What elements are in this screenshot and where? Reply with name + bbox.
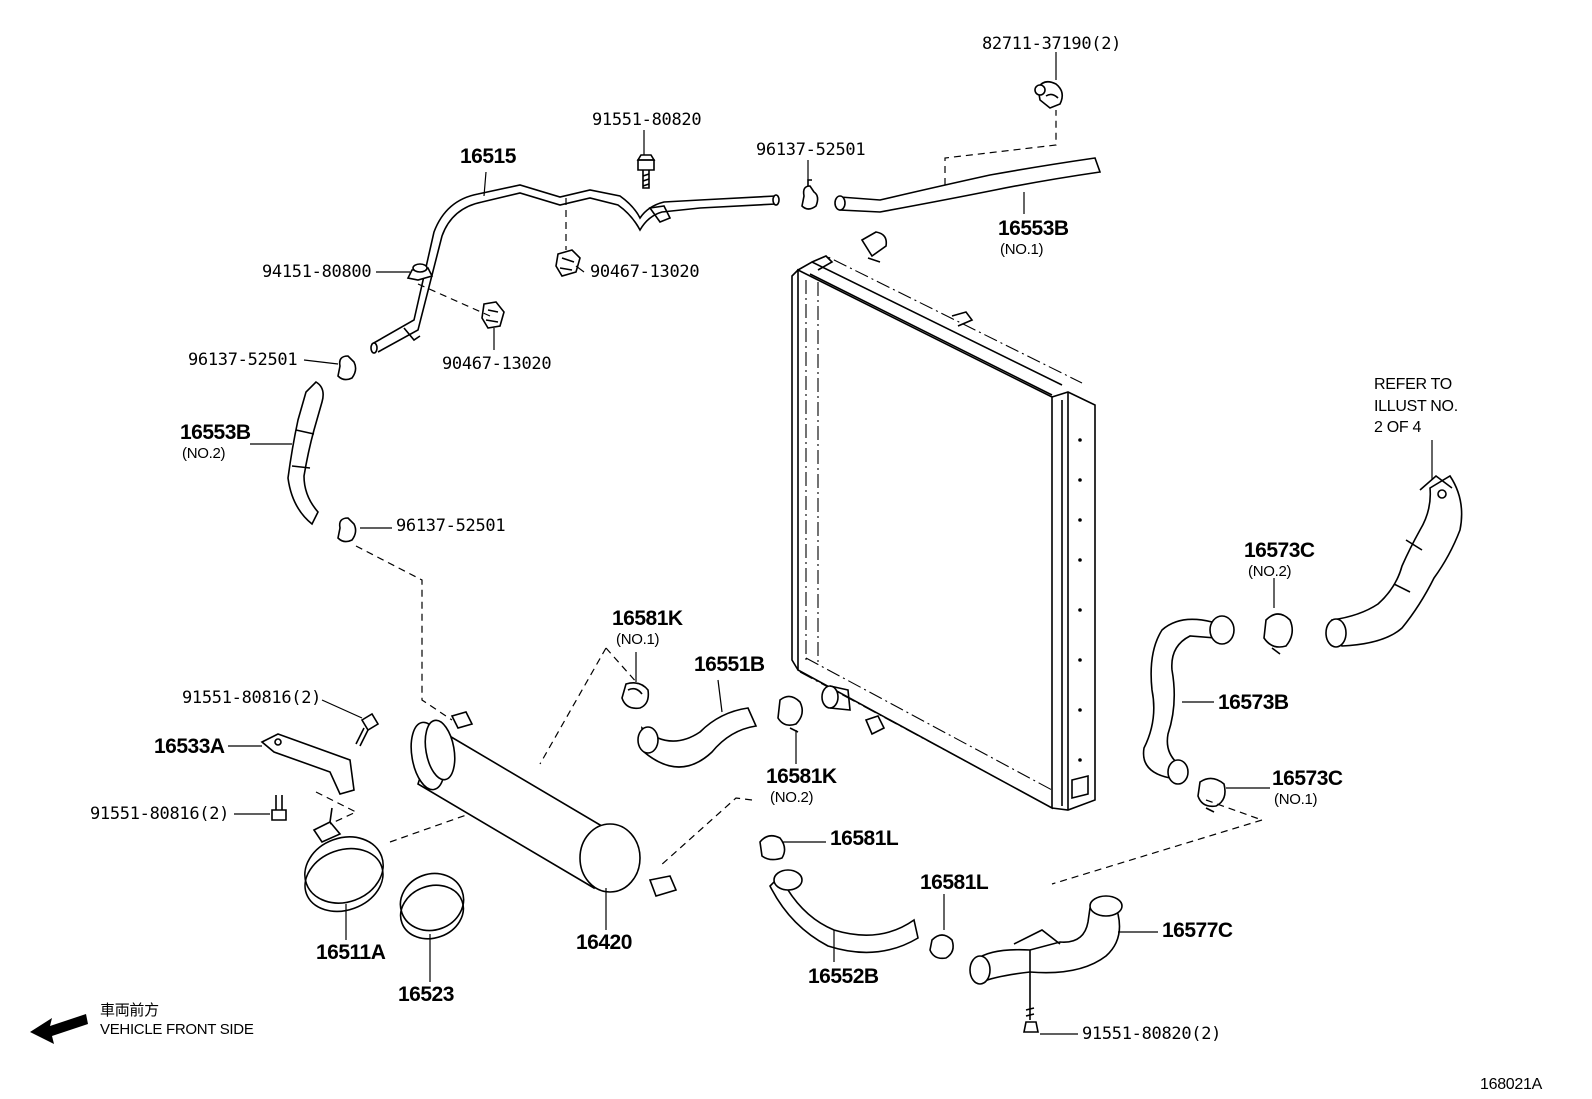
label-16581k-no2-sub: (NO.2): [770, 789, 814, 806]
routing-line-6: [315, 791, 358, 825]
oil-cooler-16420: [410, 711, 678, 897]
label-91551-80820-bottom: 91551-80820(2): [1082, 1024, 1222, 1044]
label-16581l-b: 16581L: [920, 871, 989, 894]
label-16533a: 16533A: [154, 735, 225, 758]
leader-lines: [228, 52, 1433, 1035]
pipe-16515: [370, 184, 780, 354]
radiator: [791, 231, 1096, 811]
label-16577c: 16577C: [1162, 919, 1233, 942]
hose-16553b-no2: [287, 380, 324, 526]
refer-note-line3: 2 OF 4: [1374, 419, 1422, 437]
label-16581k-no1: 16581K: [612, 607, 683, 630]
routing-line-2: [539, 647, 639, 765]
label-16553b-no2-sub: (NO.2): [182, 445, 226, 462]
band-16511a: [304, 807, 384, 913]
label-16581k-no1-sub: (NO.1): [616, 631, 660, 648]
diagram-id: 168021A: [1480, 1076, 1542, 1093]
label-94151-80800: 94151-80800: [262, 262, 372, 282]
routing-line-4: [1051, 819, 1263, 885]
band-16523: [399, 872, 465, 940]
label-16553b-no2: 16553B: [180, 421, 251, 444]
hose-16551b: [621, 682, 804, 768]
refer-note-line1: REFER TO: [1374, 376, 1452, 393]
hose-16552b: [759, 834, 954, 960]
label-16420: 16420: [576, 931, 632, 954]
label-96137-52501-left: 96137-52501: [188, 350, 298, 370]
front-arrow-icon: [30, 1014, 88, 1044]
hose-upper-right: [1325, 474, 1463, 648]
label-16552b: 16552B: [808, 965, 879, 988]
front-marker-en: VEHICLE FRONT SIDE: [100, 1021, 254, 1038]
label-91551-80820-top: 91551-80820: [592, 110, 702, 130]
label-16553b-no1: 16553B: [998, 217, 1069, 240]
label-16581l-a: 16581L: [830, 827, 899, 850]
hose-16573b: [1142, 613, 1294, 813]
label-16573c-no2: 16573C: [1244, 539, 1315, 562]
label-90467-13020-a: 90467-13020: [590, 262, 700, 282]
label-16573b: 16573B: [1218, 691, 1289, 714]
label-16573c-no2-sub: (NO.2): [1248, 563, 1292, 580]
refer-note-line2: ILLUST NO.: [1374, 397, 1458, 415]
label-96137-52501-low: 96137-52501: [396, 516, 506, 536]
routing-line-3: [659, 797, 753, 867]
label-82711-37190: 82711-37190(2): [982, 34, 1122, 54]
label-16511a: 16511A: [316, 941, 386, 964]
label-90467-13020-b: 90467-13020: [442, 354, 552, 374]
refer-note: REFER TO ILLUST NO. 2 OF 4: [1374, 374, 1458, 439]
routing-line-1: [355, 545, 453, 721]
label-91551-80816-a: 91551-80816(2): [182, 688, 322, 708]
label-91551-80816-b: 91551-80816(2): [90, 804, 230, 824]
pipe-16577c: [969, 895, 1123, 1033]
bracket-16533a: [260, 712, 380, 821]
fasteners-top: [337, 154, 819, 543]
hose-16553b-no1: [834, 80, 1102, 213]
label-16573c-no1-sub: (NO.1): [1274, 791, 1318, 808]
routing-line-5: [1205, 799, 1263, 821]
label-16573c-no1: 16573C: [1272, 767, 1343, 790]
label-16515: 16515: [460, 145, 516, 168]
label-16581k-no2: 16581K: [766, 765, 837, 788]
label-96137-52501-top: 96137-52501: [756, 140, 866, 160]
label-16523: 16523: [398, 983, 454, 1006]
label-16553b-no1-sub: (NO.1): [1000, 241, 1044, 258]
front-marker-jp: 車両前方: [100, 1001, 159, 1019]
label-16551b: 16551B: [694, 653, 765, 676]
